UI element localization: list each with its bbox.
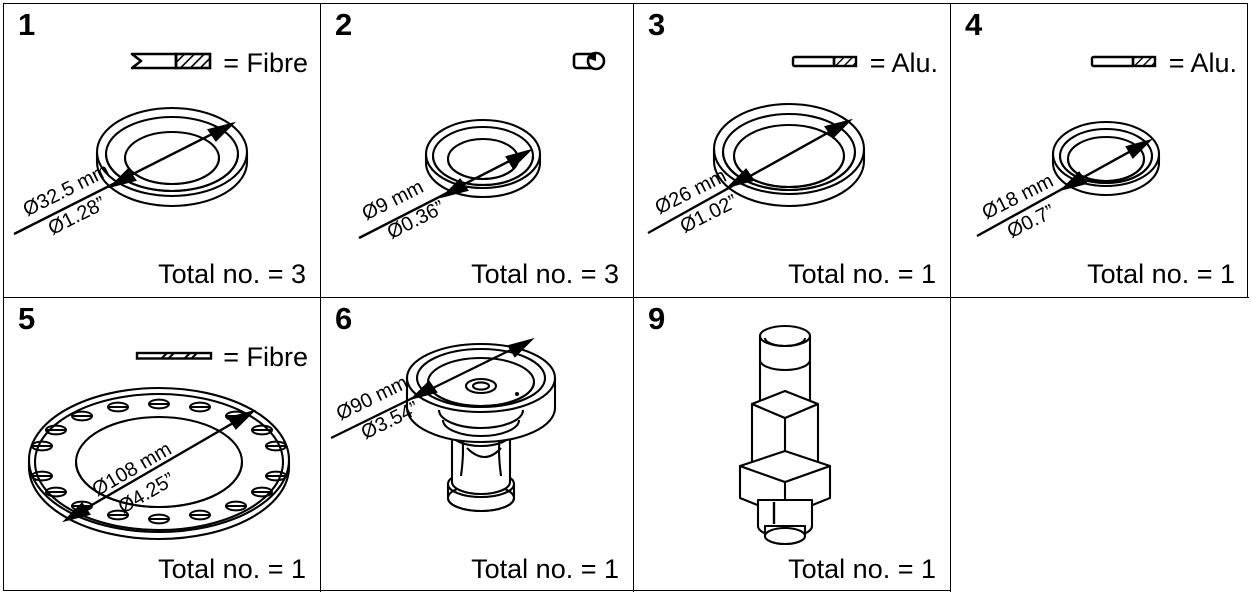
part-drawing-washer: Ø32.5 mm Ø1.28” (4, 86, 320, 256)
material-label: = Alu. (1168, 47, 1237, 78)
part-drawing-washer: Ø18 mm Ø0.7” (951, 86, 1249, 256)
part-number: 9 (648, 301, 665, 336)
part-cell-9[interactable]: 9 (634, 298, 951, 592)
alu-thin-hatched-bar-icon (1089, 51, 1159, 76)
material-callout: = Fibre (129, 46, 308, 80)
part-cell-4[interactable]: 4 = Alu. (951, 4, 1249, 298)
total-count: Total no. = 3 (471, 259, 619, 289)
material-label: = Alu. (869, 47, 938, 78)
part-cell-6[interactable]: 6 (321, 298, 634, 592)
total-count: Total no. = 1 (158, 554, 306, 584)
fibre-thin-slotted-bar-icon (135, 347, 213, 368)
part-number: 3 (648, 7, 665, 42)
material-callout: = Alu. (1089, 46, 1237, 80)
part-number: 4 (965, 7, 982, 42)
fibre-thick-hatched-bar-icon (129, 49, 213, 78)
total-count: Total no. = 1 (788, 554, 936, 584)
material-label: = Fibre (223, 47, 308, 78)
part-number: 6 (335, 301, 352, 336)
part-cell-1[interactable]: 1 = Fibre (4, 4, 321, 298)
part-number: 2 (335, 7, 352, 42)
material-label: = Fibre (223, 341, 308, 372)
part-cell-5[interactable]: 5 = Fibre (4, 298, 321, 592)
material-callout: = Fibre (135, 340, 308, 374)
total-count: Total no. = 1 (1087, 259, 1235, 289)
part-drawing-washer: Ø9 mm Ø0.36” (321, 86, 633, 256)
part-drawing-valve-plug: Ø90 mm Ø3.54” (321, 312, 633, 552)
part-number: 5 (18, 301, 35, 336)
part-cell-empty (951, 298, 1249, 592)
alu-thin-hatched-bar-icon (790, 51, 860, 76)
material-callout (571, 46, 621, 80)
oring-rubber-circle-icon (571, 48, 611, 79)
part-drawing-valve-stem (634, 308, 950, 556)
material-callout: = Alu. (790, 46, 938, 80)
total-count: Total no. = 3 (158, 259, 306, 289)
part-cell-2[interactable]: 2 (321, 4, 634, 298)
parts-grid: 1 = Fibre (3, 3, 1249, 592)
total-count: Total no. = 1 (788, 259, 936, 289)
part-drawing-flange-gasket: Ø108 mm Ø4.25” (4, 380, 320, 550)
total-count: Total no. = 1 (471, 554, 619, 584)
part-drawing-washer: Ø26 mm Ø1.02” (634, 86, 950, 256)
part-number: 1 (18, 7, 35, 42)
part-cell-3[interactable]: 3 = Alu. (634, 4, 951, 298)
